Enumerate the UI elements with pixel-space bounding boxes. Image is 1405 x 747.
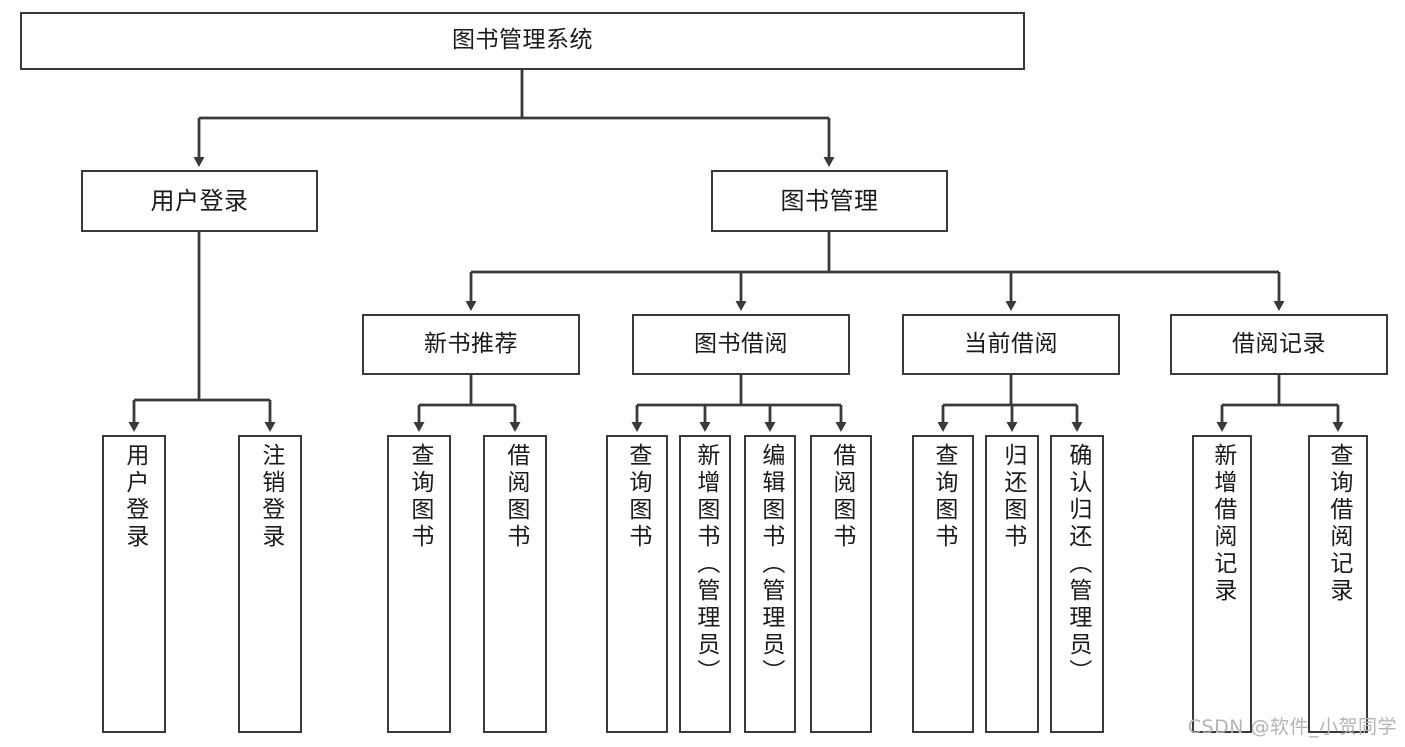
leaf-borrow-book[interactable]: 借阅图书 xyxy=(810,435,872,733)
leaf-query-book-recommend-label: 查询图书 xyxy=(406,443,433,551)
leaf-query-book-current-label: 查询图书 xyxy=(930,443,957,551)
node-book-borrow[interactable]: 图书借阅 xyxy=(632,314,850,375)
leaf-query-book-recommend[interactable]: 查询图书 xyxy=(387,435,451,733)
node-book-borrow-label: 图书借阅 xyxy=(694,330,788,357)
node-borrow-record[interactable]: 借阅记录 xyxy=(1170,314,1388,375)
leaf-edit-book-admin-label: 编辑图书（管理员） xyxy=(757,443,784,686)
leaf-query-book-borrow-label: 查询图书 xyxy=(624,443,651,551)
leaf-add-borrow-record[interactable]: 新增借阅记录 xyxy=(1192,435,1252,733)
leaf-user-login-label: 用户登录 xyxy=(121,443,148,551)
leaf-confirm-return-admin-label: 确认归还（管理员） xyxy=(1064,443,1091,686)
node-user-login-label: 用户登录 xyxy=(150,186,249,215)
leaf-add-book-admin[interactable]: 新增图书（管理员） xyxy=(679,435,731,733)
leaf-add-book-admin-label: 新增图书（管理员） xyxy=(692,443,719,686)
node-user-login[interactable]: 用户登录 xyxy=(81,170,318,232)
leaf-confirm-return-admin[interactable]: 确认归还（管理员） xyxy=(1050,435,1104,733)
leaf-logout[interactable]: 注销登录 xyxy=(238,435,302,733)
leaf-borrow-book-recommend-label: 借阅图书 xyxy=(502,443,529,551)
leaf-logout-label: 注销登录 xyxy=(257,443,284,551)
leaf-return-book[interactable]: 归还图书 xyxy=(985,435,1039,733)
leaf-add-borrow-record-label: 新增借阅记录 xyxy=(1209,443,1236,605)
node-current-borrow-label: 当前借阅 xyxy=(964,330,1058,357)
node-new-book-recommend[interactable]: 新书推荐 xyxy=(362,314,580,375)
leaf-return-book-label: 归还图书 xyxy=(999,443,1026,551)
node-book-management-label: 图书管理 xyxy=(780,186,879,215)
node-new-book-recommend-label: 新书推荐 xyxy=(424,330,518,357)
leaf-query-borrow-record[interactable]: 查询借阅记录 xyxy=(1308,435,1368,733)
leaf-borrow-book-label: 借阅图书 xyxy=(828,443,855,551)
node-book-management[interactable]: 图书管理 xyxy=(711,170,948,232)
node-root[interactable]: 图书管理系统 xyxy=(20,12,1025,70)
node-borrow-record-label: 借阅记录 xyxy=(1232,330,1326,357)
leaf-edit-book-admin[interactable]: 编辑图书（管理员） xyxy=(744,435,796,733)
node-current-borrow[interactable]: 当前借阅 xyxy=(902,314,1120,375)
leaf-borrow-book-recommend[interactable]: 借阅图书 xyxy=(483,435,547,733)
csdn-watermark: CSDN @软件_小贺同学 xyxy=(1187,716,1397,738)
node-root-label: 图书管理系统 xyxy=(452,27,593,54)
leaf-query-borrow-record-label: 查询借阅记录 xyxy=(1325,443,1352,605)
leaf-query-book-borrow[interactable]: 查询图书 xyxy=(606,435,668,733)
leaf-user-login[interactable]: 用户登录 xyxy=(102,435,166,733)
leaf-query-book-current[interactable]: 查询图书 xyxy=(912,435,974,733)
